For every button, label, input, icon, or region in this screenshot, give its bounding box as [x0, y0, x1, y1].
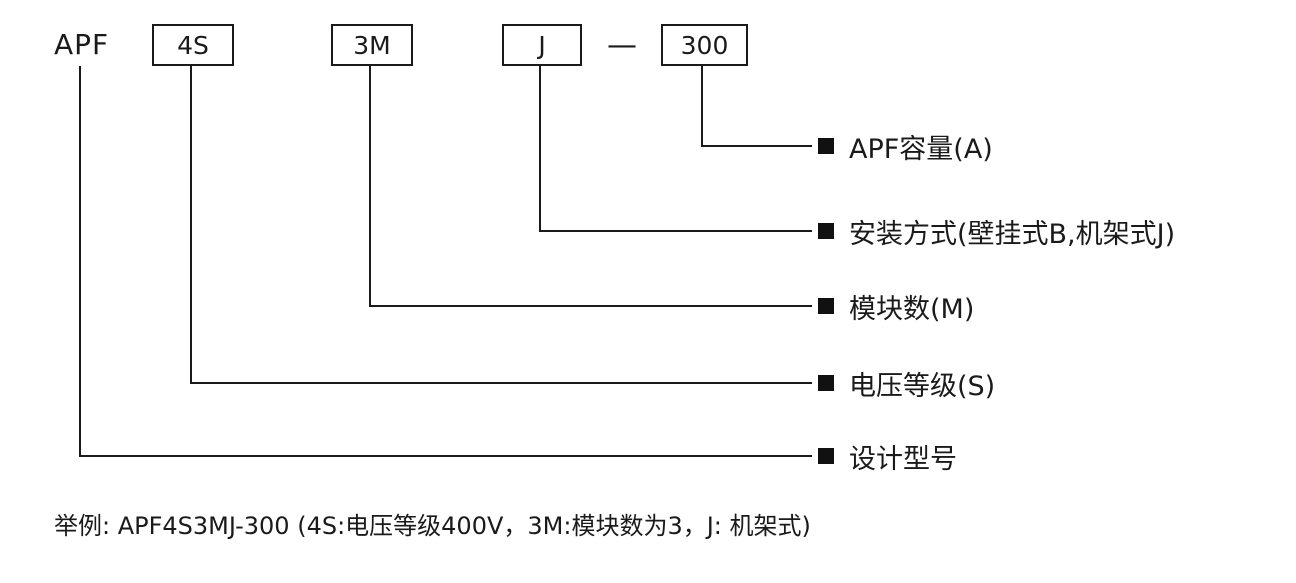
label-modules: 模块数(M): [849, 293, 975, 325]
callout-modules: 模块数(M): [818, 290, 974, 325]
code-box-mounting-type: J: [502, 24, 582, 66]
dash-separator: —: [607, 28, 637, 63]
bullet-square-icon: [818, 375, 834, 391]
bullet-square-icon: [818, 298, 834, 314]
example-text: 举例: APF4S3MJ-300 (4S:电压等级400V，3M:模块数为3，J…: [54, 512, 811, 540]
label-voltage: 电压等级(S): [849, 370, 996, 402]
callout-mounting: 安装方式(壁挂式B,机架式J): [818, 215, 1175, 250]
bullet-square-icon: [818, 138, 834, 154]
bullet-square-icon: [818, 448, 834, 464]
model-prefix: APF: [54, 28, 110, 61]
callout-voltage: 电压等级(S): [818, 367, 995, 402]
label-design-model: 设计型号: [849, 443, 957, 475]
code-box-voltage-class: 4S: [152, 24, 234, 66]
bullet-square-icon: [818, 223, 834, 239]
callout-capacity: APF容量(A): [818, 130, 993, 165]
callout-design-model: 设计型号: [818, 440, 957, 475]
code-box-capacity: 300: [661, 24, 748, 66]
code-box-module-count: 3M: [331, 24, 413, 66]
label-capacity: APF容量(A): [849, 133, 993, 165]
label-mounting: 安装方式(壁挂式B,机架式J): [849, 218, 1176, 250]
